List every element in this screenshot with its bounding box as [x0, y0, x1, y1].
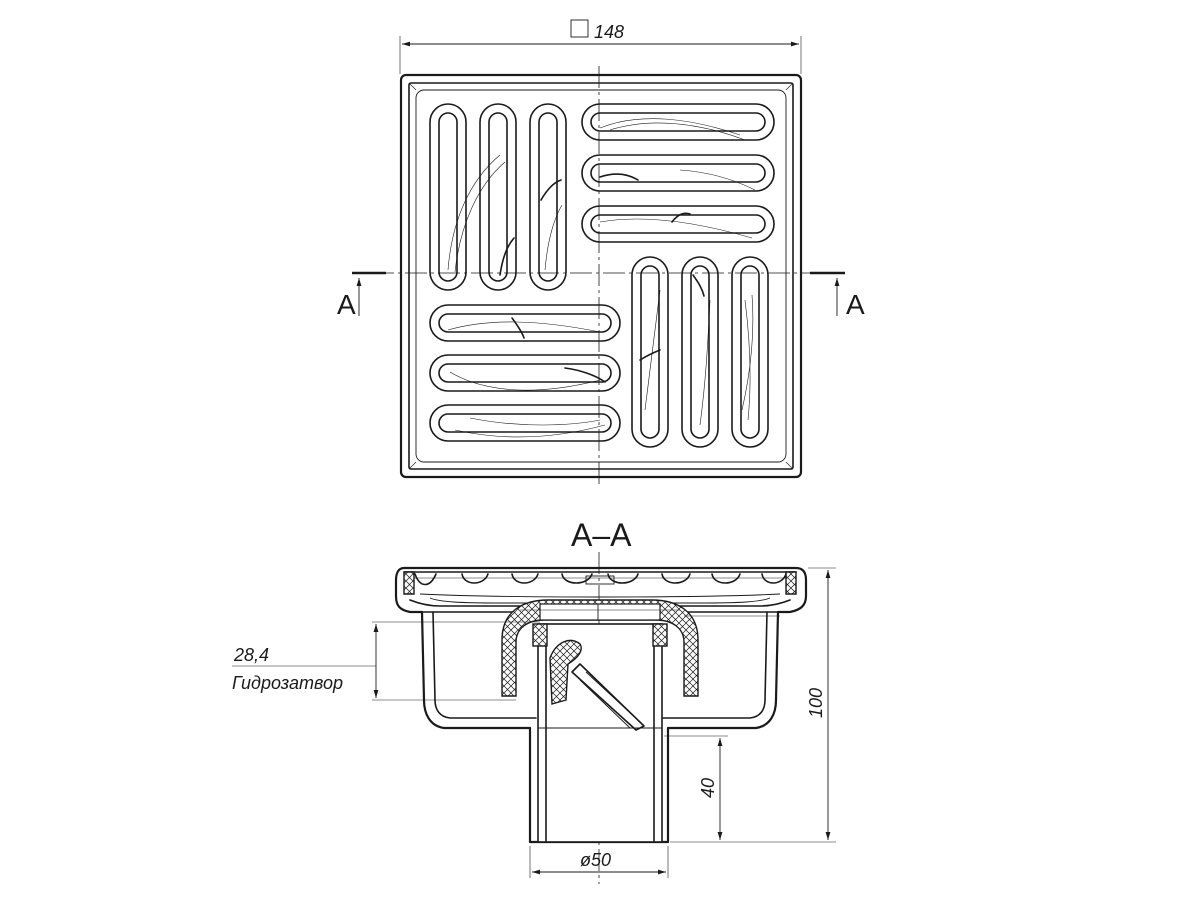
section-title: A–A	[571, 517, 632, 553]
section-view: A–A	[232, 517, 836, 884]
grate-section	[403, 571, 797, 598]
slot-group-bottom-left	[429, 304, 621, 442]
section-marker-right: A	[810, 271, 865, 320]
grate-slot	[681, 256, 719, 448]
section-letter-left: A	[337, 289, 356, 320]
siphon-cap	[501, 599, 699, 697]
check-valve-flap	[549, 639, 645, 731]
dim-outlet-diameter-value: ø50	[580, 850, 611, 870]
grate-slot	[581, 154, 775, 192]
grate-slot	[429, 103, 467, 291]
hidden-spokes	[447, 118, 756, 438]
grate-frame	[399, 73, 803, 479]
plan-view: 148	[337, 19, 865, 486]
section-marker-left: A	[337, 271, 386, 320]
section-letter-right: A	[846, 289, 865, 320]
grate-slot	[581, 205, 775, 243]
grate-slot	[429, 304, 621, 342]
slot-group-bottom-right	[631, 256, 769, 448]
grate-slot	[731, 256, 769, 448]
square-symbol	[570, 19, 589, 38]
grate-slot	[429, 404, 621, 442]
dim-outlet-length-value: 40	[698, 778, 718, 798]
dim-water-seal-value: 28,4	[233, 645, 269, 665]
dimension-outlet-length: 40	[698, 738, 723, 840]
grate-slot	[631, 256, 669, 448]
grate-slot	[529, 103, 567, 291]
grate-slot	[581, 103, 775, 141]
dimension-total-height: 100	[806, 570, 831, 840]
dimension-water-seal: 28,4 Гидрозатвор	[232, 624, 379, 698]
grate-slot	[479, 103, 517, 291]
slot-group-top-right	[581, 103, 775, 243]
dim-water-seal-label: Гидрозатвор	[232, 673, 343, 693]
dimension-outlet-diameter: ø50	[532, 850, 666, 875]
dim-square-value: 148	[594, 22, 624, 42]
dimension-square-148: 148	[399, 19, 802, 74]
dim-total-height-value: 100	[806, 688, 826, 718]
slot-group-top-left	[429, 103, 567, 291]
grate-slot	[429, 354, 621, 392]
